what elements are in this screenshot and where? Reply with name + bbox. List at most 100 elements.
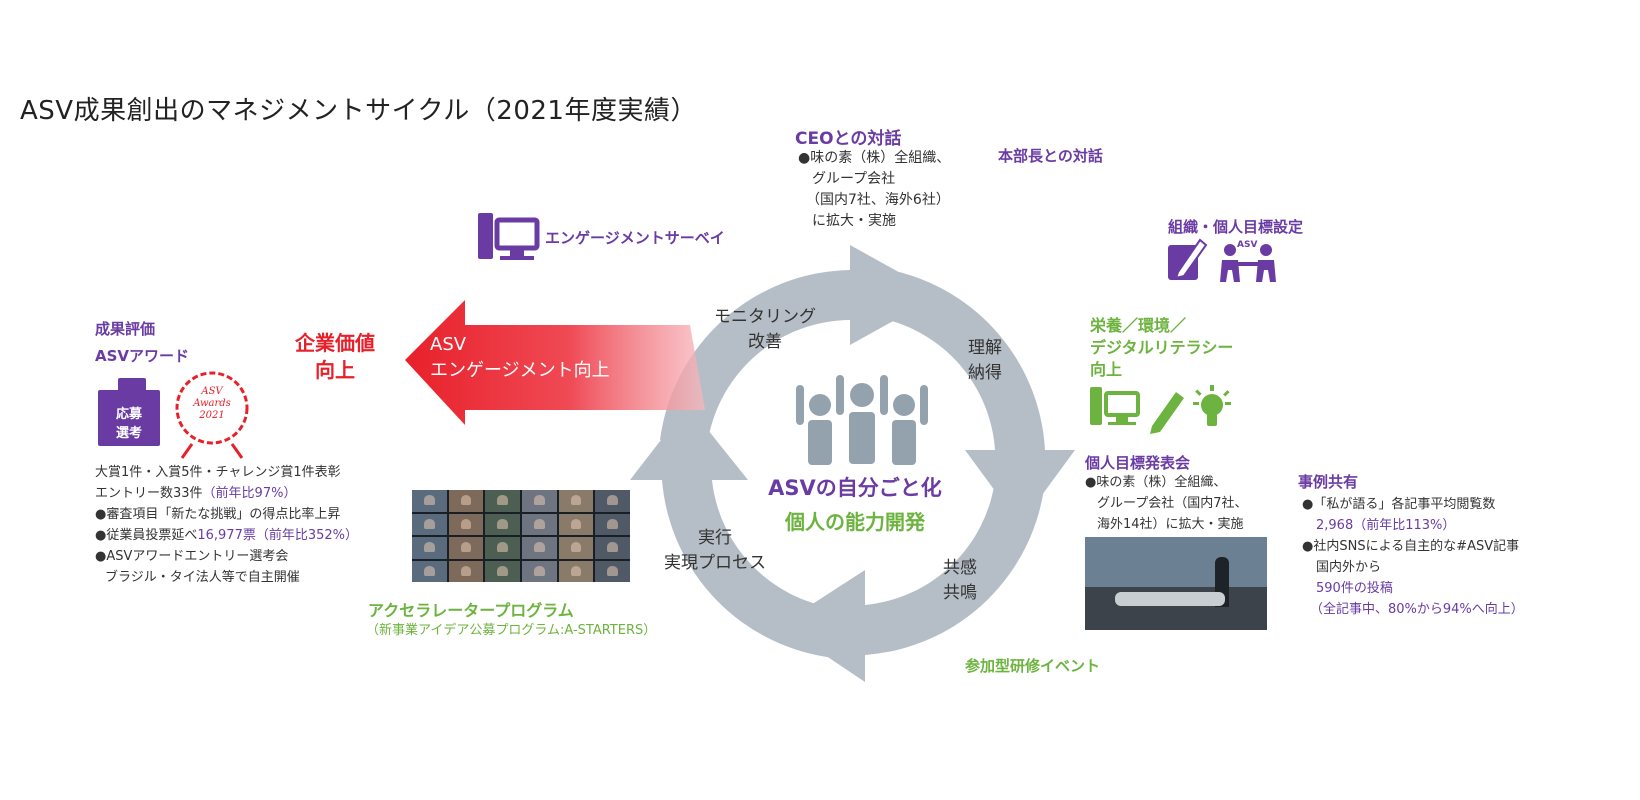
cycle-label-right: 理解 納得	[945, 336, 1025, 386]
cycle-label-left: 実行 実現プロセス	[650, 526, 780, 576]
video-tile	[412, 490, 447, 512]
accelerator-sub: （新事業アイデア公募プログラム:A-STARTERS）	[366, 623, 657, 638]
cycle-label-left-line2: 実現プロセス	[664, 553, 766, 573]
video-tile	[412, 560, 447, 582]
pen-icon	[1150, 392, 1184, 434]
video-tile	[595, 490, 630, 512]
training-event-label: 参加型研修イベント	[965, 657, 1101, 675]
participant-silhouette	[424, 542, 435, 553]
participant-silhouette	[570, 565, 582, 576]
video-tile	[448, 513, 484, 535]
cycle-label-right-line1: 理解	[968, 338, 1002, 358]
presentation-photo	[1085, 537, 1267, 630]
ring-segment-right	[880, 268, 1075, 525]
corporate-value-line2: 向上	[315, 358, 355, 382]
award-line-1: 大賞1件・入賞5件・チャレンジ賞1件表彰	[95, 462, 358, 483]
participant-silhouette	[570, 495, 582, 506]
ring-segment-left	[630, 405, 835, 658]
participant-silhouette	[460, 542, 472, 553]
division-head-dialogue-label: 本部長との対話	[998, 147, 1103, 165]
green-computer-icon	[1090, 387, 1140, 425]
presentation-line-2: グループ会社（国内7社、	[1097, 496, 1248, 511]
accelerator-label: アクセラレータープログラム	[368, 601, 574, 620]
video-tile	[595, 560, 630, 582]
computer-icon	[478, 213, 540, 260]
cycle-label-left-line1: 実行	[698, 528, 732, 548]
video-tile	[558, 513, 594, 535]
ceo-dialogue-label: CEOとの対話	[795, 129, 902, 149]
literacy-label: 栄養／環境／ デジタルリテラシー 向上	[1090, 315, 1233, 381]
ballot-box-text-line2: 選考	[115, 426, 142, 441]
participant-silhouette	[570, 542, 582, 553]
corporate-value: 企業価値 向上	[285, 330, 385, 384]
video-tile	[595, 537, 630, 559]
cycle-label-bottom-line1: 共感	[943, 558, 977, 578]
center-text: ASVの自分ごと化 個人の能力開発	[745, 472, 965, 535]
video-tile	[448, 537, 484, 559]
video-tile	[522, 560, 557, 582]
participant-silhouette	[460, 518, 472, 529]
award-line-5-text: ASVアワードエントリー選考会	[106, 549, 289, 564]
cycle-ring	[630, 245, 1075, 682]
ceo-line-2: グループ会社	[812, 171, 896, 187]
notepad-pen-icon	[1168, 238, 1208, 280]
video-conference-photo	[412, 490, 630, 582]
center-line2: 個人の能力開発	[785, 510, 925, 534]
ballot-box-icon	[98, 378, 160, 446]
people-icon	[796, 375, 928, 465]
video-tile	[595, 513, 630, 535]
participant-silhouette	[424, 518, 435, 529]
participant-silhouette	[497, 495, 508, 506]
presentation-line-3: 海外14社）に拡大・実施	[1097, 517, 1244, 532]
video-tile	[558, 537, 594, 559]
participant-silhouette	[497, 518, 508, 529]
literacy-line1: 栄養／環境／	[1090, 316, 1187, 335]
video-tile	[558, 560, 594, 582]
participant-silhouette	[460, 495, 472, 506]
participant-silhouette	[424, 565, 435, 576]
case-line-1: ●「私が語る」各記事平均閲覧数	[1302, 497, 1496, 512]
award-line-6-text: ブラジル・タイ法人等で自主開催	[105, 570, 300, 585]
participant-silhouette	[534, 518, 545, 529]
case-line-6: （全記事中、80%から94%へ向上）	[1310, 602, 1524, 617]
video-grid	[412, 490, 630, 582]
participant-silhouette	[460, 565, 472, 576]
red-arrow-line1: ASV	[430, 334, 467, 355]
logo-text-line2: Awards	[193, 398, 231, 409]
bullet: ●	[95, 549, 107, 564]
award-line-5: ●ASVアワードエントリー選考会	[95, 546, 358, 567]
ceo-line-4: に拡大・実施	[812, 213, 896, 229]
engagement-survey-label: エンゲージメントサーベイ	[545, 229, 725, 247]
case-sharing-details: ●「私が語る」各記事平均閲覧数 2,968（前年比113%） ●社内SNSによる…	[1302, 494, 1524, 620]
award-line-3-text: 審査項目「新たな挑戦」の得点比率上昇	[106, 507, 341, 522]
video-tile	[558, 490, 594, 512]
case-line-3: ●社内SNSによる自主的な#ASV記事	[1302, 539, 1520, 554]
case-line-4: 国内外から	[1316, 560, 1382, 575]
logo-text-line1: ASV	[201, 386, 223, 397]
participant-silhouette	[607, 542, 618, 553]
ring-segment-top	[660, 245, 940, 440]
cycle-label-bottom: 共感 共鳴	[920, 556, 1000, 606]
asv-awards-logo-text: ASV Awards 2021	[182, 386, 242, 422]
award-line-4: ●従業員投票延べ16,977票（前年比352%）	[95, 525, 358, 546]
presentation-line-1: ●味の素（株）全組織、	[1085, 475, 1227, 490]
video-tile	[485, 537, 520, 559]
video-tile	[448, 490, 484, 512]
ceo-dialogue-details: ●味の素（株）全組織、 グループ会社 （国内7社、海外6社） に拡大・実施	[798, 148, 950, 232]
participant-silhouette	[497, 542, 508, 553]
meeting-people-icon	[1220, 244, 1276, 282]
red-arrow-line2: エンゲージメント向上	[430, 360, 610, 381]
award-label2: ASVアワード	[95, 347, 190, 365]
award-line-2: エントリー数33件（前年比97%）	[95, 483, 358, 504]
participant-silhouette	[424, 495, 435, 506]
red-arrow-text: ASV エンゲージメント向上	[430, 332, 610, 384]
video-tile	[412, 513, 447, 535]
video-tile	[485, 560, 520, 582]
lightbulb-icon	[1193, 385, 1231, 426]
participant-silhouette	[607, 495, 618, 506]
award-line-3: ●審査項目「新たな挑戦」の得点比率上昇	[95, 504, 358, 525]
video-tile	[485, 490, 520, 512]
participant-silhouette	[534, 542, 545, 553]
video-tile	[412, 537, 447, 559]
goal-presentation-label: 個人目標発表会	[1085, 454, 1191, 472]
